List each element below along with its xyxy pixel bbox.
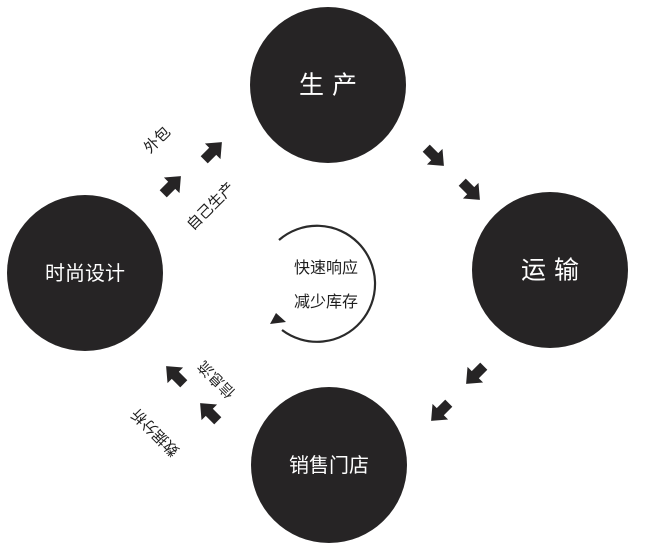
label-self-produce: 自己生产 <box>183 179 238 234</box>
node-production: 生 产 <box>250 7 406 163</box>
node-transport-circle <box>472 192 628 348</box>
center-cycle: 快速响应 减少库存 <box>270 224 377 343</box>
node-transport-label: 运 输 <box>521 256 579 285</box>
arrow-transport-to-store-1 <box>458 358 492 392</box>
node-production-circle <box>250 7 406 163</box>
node-design: 时尚设计 <box>7 195 163 351</box>
node-store-circle <box>251 387 407 543</box>
center-cycle-ring <box>278 224 377 343</box>
arrow-design-to-production-1 <box>155 168 189 202</box>
center-label-quick-response: 快速响应 <box>294 258 358 277</box>
arrow-store-to-design-1 <box>158 358 192 392</box>
center-cycle-arrow-icon <box>270 313 286 324</box>
label-outsource: 外包 <box>140 123 174 157</box>
label-information-flow: 信息流 <box>194 357 239 402</box>
arrow-production-to-transport-2 <box>454 174 488 208</box>
arrow-production-to-transport-1 <box>418 140 452 174</box>
node-design-label: 时尚设计 <box>45 261 125 285</box>
center-label-reduce-inventory: 减少库存 <box>294 292 358 311</box>
arrow-transport-to-store-2 <box>423 395 457 429</box>
node-design-circle <box>7 195 163 351</box>
node-store: 销售门店 <box>251 387 407 543</box>
arrow-design-to-production-2 <box>196 134 230 168</box>
node-store-label: 销售门店 <box>289 453 369 477</box>
node-transport: 运 输 <box>472 192 628 348</box>
label-data-analysis: 数据分析 <box>128 405 183 460</box>
node-production-label: 生 产 <box>299 71 357 100</box>
arrow-store-to-design-2 <box>192 395 226 429</box>
